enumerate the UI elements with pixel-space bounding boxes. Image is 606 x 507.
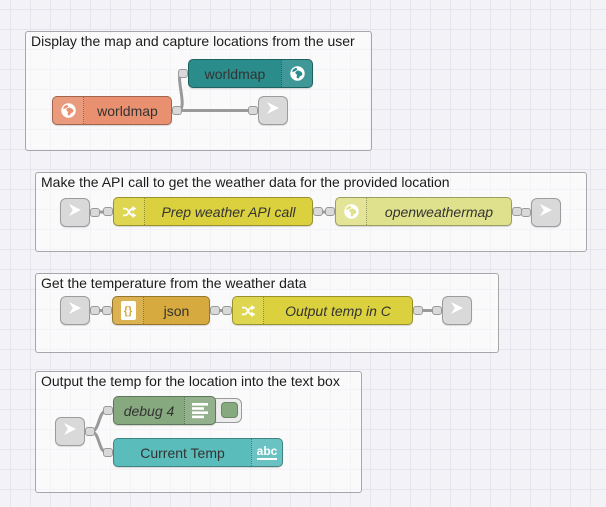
node-link-out[interactable] bbox=[248, 96, 288, 125]
globe-icon bbox=[53, 97, 84, 124]
input-port[interactable] bbox=[521, 208, 531, 217]
link-arrow-icon bbox=[61, 420, 79, 443]
node-label: Output temp in C bbox=[285, 302, 391, 319]
node-link-out[interactable] bbox=[521, 198, 561, 227]
input-port[interactable] bbox=[103, 448, 113, 457]
group-display-map[interactable]: Display the map and capture locations fr… bbox=[25, 31, 372, 151]
node-label: worldmap bbox=[97, 102, 158, 119]
link-arrow-icon bbox=[66, 201, 84, 224]
output-port[interactable] bbox=[172, 106, 182, 115]
node-openweathermap[interactable]: openweathermap bbox=[325, 197, 522, 226]
globe-icon bbox=[336, 198, 367, 225]
braces-page-icon: {} bbox=[113, 297, 144, 324]
link-arrow-icon bbox=[264, 99, 282, 122]
node-label: Current Temp bbox=[140, 444, 225, 461]
node-label: debug 4 bbox=[123, 402, 175, 419]
node-debug[interactable]: debug 4 bbox=[103, 396, 216, 425]
node-label: json bbox=[163, 302, 190, 319]
link-arrow-icon bbox=[537, 201, 555, 224]
input-port[interactable] bbox=[432, 306, 442, 315]
node-label: Prep weather API call bbox=[161, 203, 296, 220]
input-port[interactable] bbox=[178, 69, 188, 78]
input-port[interactable] bbox=[103, 207, 113, 216]
group-title: Display the map and capture locations fr… bbox=[31, 33, 355, 49]
output-port[interactable] bbox=[413, 306, 423, 315]
output-port[interactable] bbox=[313, 207, 323, 216]
link-arrow-icon bbox=[66, 299, 84, 322]
shuffle-icon bbox=[233, 297, 264, 324]
node-link-in[interactable] bbox=[60, 296, 100, 325]
input-port[interactable] bbox=[102, 306, 112, 315]
group-title: Get the temperature from the weather dat… bbox=[41, 275, 307, 291]
list-icon bbox=[184, 397, 215, 424]
group-title: Output the temp for the location into th… bbox=[41, 373, 340, 389]
node-label: worldmap bbox=[204, 65, 266, 82]
input-port[interactable] bbox=[222, 306, 232, 315]
globe-icon bbox=[281, 60, 312, 87]
group-title: Make the API call to get the weather dat… bbox=[41, 174, 450, 190]
node-link-in[interactable] bbox=[60, 198, 100, 227]
link-arrow-icon bbox=[448, 299, 466, 322]
output-port[interactable] bbox=[90, 208, 100, 217]
output-port[interactable] bbox=[90, 306, 100, 315]
node-link-out[interactable] bbox=[432, 296, 472, 325]
node-link-in[interactable] bbox=[55, 417, 95, 446]
node-label: openweathermap bbox=[384, 203, 494, 220]
debug-toggle-indicator bbox=[221, 402, 238, 418]
output-port[interactable] bbox=[85, 427, 95, 436]
abc-icon: abc bbox=[251, 439, 282, 466]
input-port[interactable] bbox=[103, 406, 113, 415]
node-worldmap-out[interactable]: worldmap bbox=[52, 96, 182, 125]
input-port[interactable] bbox=[248, 106, 258, 115]
shuffle-icon bbox=[114, 198, 145, 225]
node-worldmap-in[interactable]: worldmap bbox=[178, 59, 313, 88]
input-port[interactable] bbox=[325, 207, 335, 216]
node-json[interactable]: {} json bbox=[102, 296, 220, 325]
node-change-output-temp[interactable]: Output temp in C bbox=[222, 296, 423, 325]
output-port[interactable] bbox=[210, 306, 220, 315]
node-ui-text-current-temp[interactable]: Current Temp abc bbox=[103, 438, 283, 467]
node-change-prep-weather[interactable]: Prep weather API call bbox=[103, 197, 323, 226]
